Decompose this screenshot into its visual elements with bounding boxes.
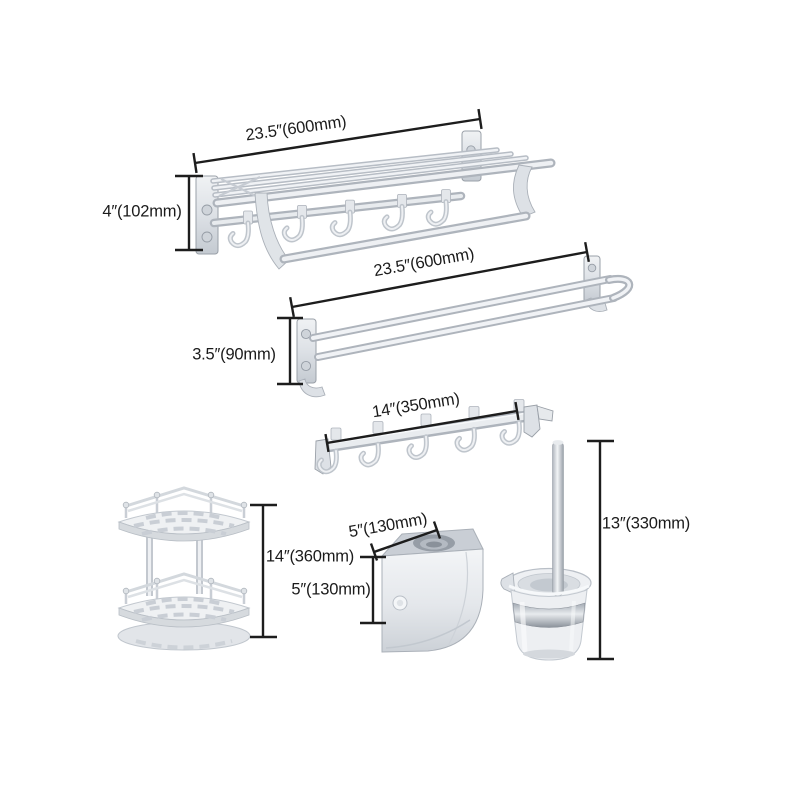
- product-folding-towel-rack: [195, 130, 556, 270]
- product-hook-rail: [314, 399, 554, 475]
- dim-label-brush-height: 13″(330mm): [601, 514, 691, 533]
- rail-hooks: [316, 420, 522, 475]
- dim-rail-width: [324, 401, 520, 453]
- dim-bar-width: [289, 241, 590, 318]
- product-corner-shelf: [117, 486, 251, 651]
- dim-rack-height: [175, 174, 203, 252]
- dim-paper-height: [360, 555, 386, 625]
- dim-label-paper-height: 5″(130mm): [291, 580, 371, 599]
- dim-bar-height: [277, 316, 303, 386]
- dim-shelf-height: [250, 503, 277, 639]
- dim-label-rack-height: 4″(102mm): [102, 202, 182, 221]
- shelf-tier-bottom: [117, 572, 251, 628]
- shelf-tier-top: [117, 486, 251, 542]
- dim-brush-height: [587, 439, 614, 661]
- dim-label-shelf-height: 14″(360mm): [265, 547, 355, 566]
- product-double-towel-bar: [296, 255, 634, 398]
- rack-hooks: [227, 189, 451, 249]
- dim-rack-width: [192, 108, 483, 174]
- product-toilet-brush: [500, 440, 592, 661]
- product-paper-holder: [380, 528, 484, 653]
- dim-label-bar-height: 3.5″(90mm): [192, 345, 276, 364]
